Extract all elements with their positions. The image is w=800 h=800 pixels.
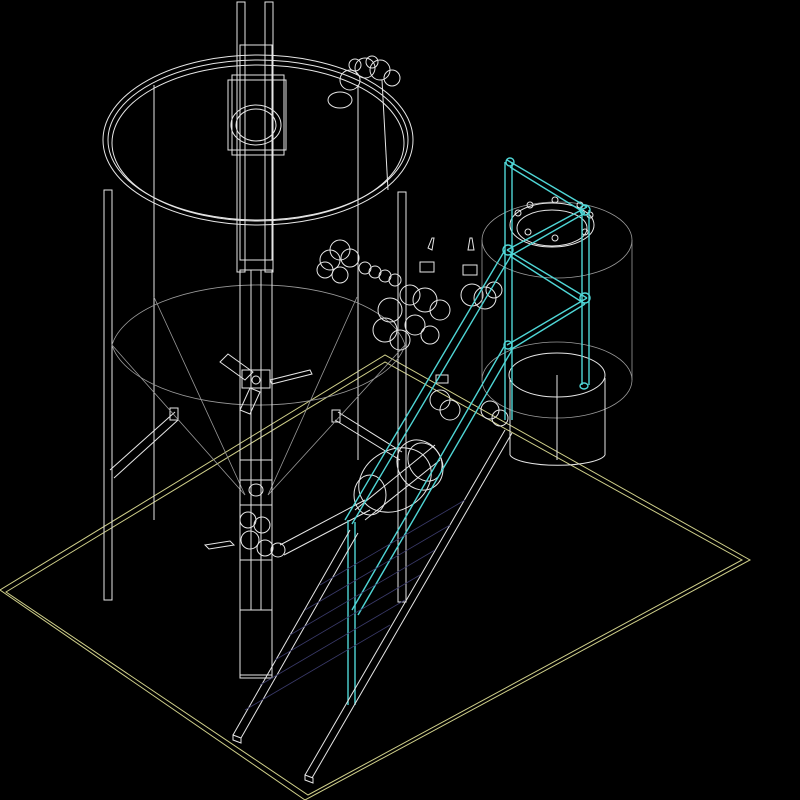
tank-legs <box>103 189 407 603</box>
valve-cluster-lower <box>429 374 509 427</box>
cyan-support-frame <box>344 157 591 705</box>
valve-cluster-upper <box>316 237 503 351</box>
bottom-valve <box>203 499 371 558</box>
top-elbow-pipe <box>327 55 401 191</box>
agitator-impeller <box>219 353 313 415</box>
base-platform <box>0 354 752 800</box>
agitator-shaft <box>227 1 287 679</box>
tank-top-rim <box>102 54 414 520</box>
secondary-vessel <box>481 196 633 466</box>
pipe-fittings-valves <box>203 55 509 558</box>
ladder <box>232 429 513 784</box>
pump <box>353 439 444 521</box>
tank-conical-bottom <box>111 284 406 496</box>
